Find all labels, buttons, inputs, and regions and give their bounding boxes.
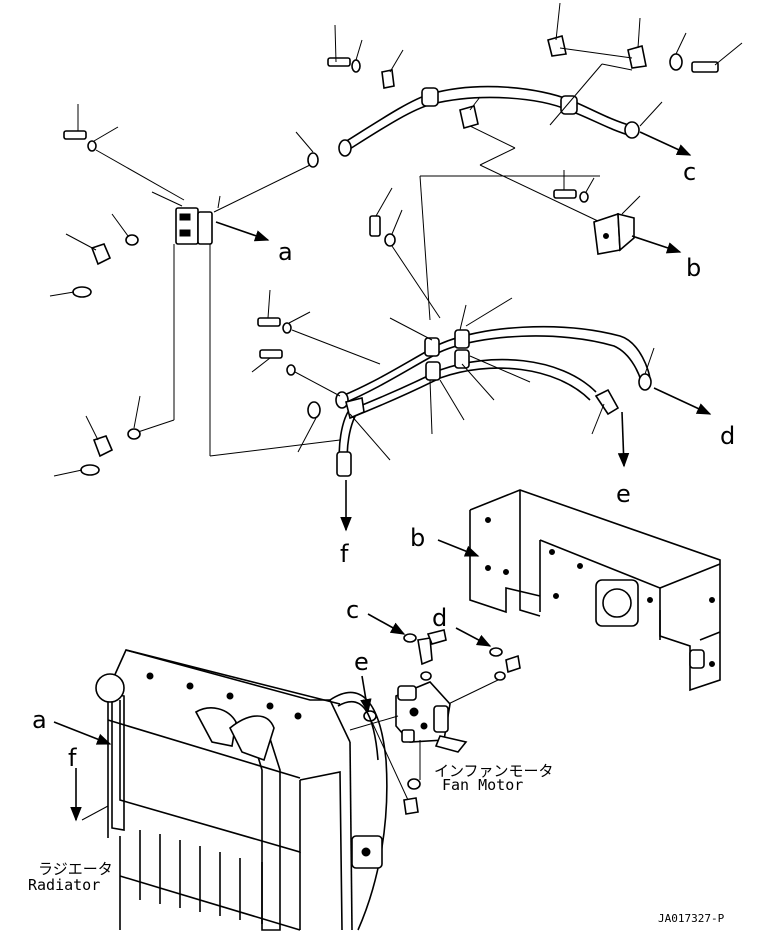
o-ring-icon [307,152,319,168]
radiator-hose-elbow [194,707,237,747]
arrow-icon [215,221,270,242]
hose-end-fitting [624,121,640,139]
clamp-icon [627,44,647,69]
hose-end-fitting [338,139,352,157]
elbow-fitting-icon [417,629,447,666]
callout-a: a [278,238,293,266]
o-ring-icon [403,633,417,643]
washer-icon [579,191,589,203]
o-ring-icon [307,401,321,419]
arrow-icon [367,613,406,635]
elbow-fitting-icon [65,233,112,266]
bracket-icon [151,191,221,245]
arrow-icon [653,387,712,415]
o-ring-icon [127,428,141,440]
clamp-icon [454,329,470,349]
radiator-label-jp: ラジエータ [38,860,113,878]
hose-end-fitting [336,451,352,477]
callout-d: d [720,422,735,450]
elbow-fitting-icon [505,654,521,674]
callout-f: f [340,540,349,568]
clamp-icon [424,337,440,357]
elbow-fitting-icon [85,415,114,458]
clamp-icon [425,361,441,381]
bracket-icon [593,195,641,255]
bolt-icon [369,187,393,237]
o-ring-icon [80,464,100,476]
clamp-icon [421,87,439,107]
elbow-fitting-icon [403,797,419,815]
bolt-icon [553,170,577,199]
washer-icon [282,322,292,334]
arrow-icon [631,235,682,254]
o-ring-icon [407,778,421,790]
washer-icon [351,59,361,73]
clamp-icon [547,34,567,57]
hose-end-fitting [638,373,652,391]
fan-motor-label-en: Fan Motor [442,776,523,794]
radiator [95,649,388,931]
lower-callout-b: b [410,524,425,552]
drawing-code: JA017327-P [658,912,725,925]
o-ring-icon [420,671,432,681]
mounting-frame [469,489,721,692]
o-ring-icon [494,671,506,681]
fan-motor-body [395,681,468,753]
clamp-icon [459,104,479,130]
lower-callout-d: d [432,604,447,632]
clamp-icon [454,349,470,369]
hose-end-fitting [594,388,620,416]
arrow-icon [53,721,112,745]
lower-callout-e: e [354,648,369,676]
arrow-icon [617,411,630,468]
washer-icon [384,233,396,247]
callout-e: e [616,480,631,508]
callout-c: c [683,158,696,186]
bolt-icon [251,349,283,373]
washer-icon [87,140,97,152]
bolt-icon [63,104,87,140]
bolt-icon [257,289,281,327]
radiator-inlet [95,673,125,703]
lower-callout-f: f [68,744,77,772]
fan-motor-label-jp: インファンモータ [434,762,554,780]
radiator-label-en: Radiator [28,876,100,894]
washer-icon [669,53,683,71]
o-ring-icon [125,234,139,246]
o-ring-icon [489,647,503,657]
o-ring-icon [72,286,92,298]
hose-icon [338,325,651,467]
bolt-icon [691,42,743,73]
callout-b: b [686,254,701,282]
arrow-icon [437,539,480,557]
lower-callout-a: a [32,706,47,734]
bolt-icon [327,24,351,67]
clamp-icon [381,69,395,89]
upper-hose [338,85,640,157]
clamp-icon [560,95,578,115]
washer-icon [286,364,296,376]
arrow-icon [360,675,372,714]
lower-callout-c: c [346,596,359,624]
clamp-icon [345,397,365,420]
arrow-icon [639,131,692,156]
arrow-icon [455,627,492,647]
